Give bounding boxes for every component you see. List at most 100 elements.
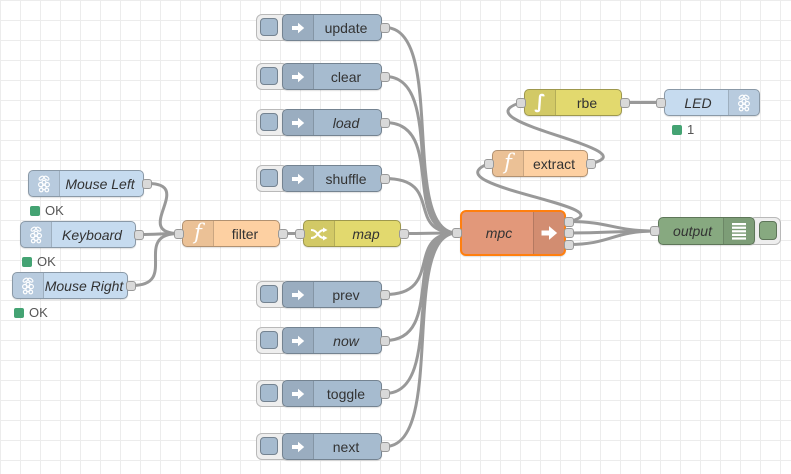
mpc-output-port-2[interactable]	[564, 228, 574, 238]
keyboard-output-port-1[interactable]	[134, 229, 144, 240]
node-extract[interactable]: f extract	[492, 150, 588, 177]
toggle-label: toggle	[326, 385, 366, 402]
now-label: now	[333, 332, 359, 349]
node-prev[interactable]: prev	[282, 281, 382, 308]
shuffle-icon	[304, 221, 335, 246]
load-button-cap[interactable]	[260, 113, 278, 131]
node-map[interactable]: map	[303, 220, 401, 247]
debug-list-icon	[723, 218, 754, 244]
mpc-label: mpc	[485, 225, 513, 241]
led-label: LED	[684, 94, 712, 111]
led-status: 1	[672, 122, 694, 137]
keyboard-status: OK	[22, 254, 56, 269]
extract-output-port-1[interactable]	[586, 158, 596, 169]
mouse-left-output-port-1[interactable]	[142, 178, 152, 189]
toggle-button-cap[interactable]	[260, 384, 278, 402]
node-output[interactable]: output	[658, 217, 755, 245]
inject-arrow-icon	[283, 15, 314, 40]
shuffle-label: shuffle	[325, 170, 367, 187]
extract-input-port[interactable]	[484, 158, 494, 169]
wire-mouse-right-to-filter[interactable]	[130, 232, 181, 287]
function-f-icon: f	[183, 221, 214, 246]
map-label: map	[352, 225, 380, 242]
extract-label: extract	[532, 155, 575, 172]
output-input-port[interactable]	[650, 226, 660, 236]
node-clear[interactable]: clear	[282, 63, 382, 90]
node-load[interactable]: load	[282, 109, 382, 136]
prev-button-cap[interactable]	[260, 285, 278, 303]
inject-arrow-icon	[283, 434, 314, 459]
mouse-left-status-text: OK	[45, 203, 64, 218]
now-button-cap[interactable]	[260, 331, 278, 349]
node-mpc[interactable]: mpc	[460, 210, 566, 256]
node-next[interactable]: next	[282, 433, 382, 460]
inject-arrow-icon	[283, 110, 314, 135]
clear-output-port-1[interactable]	[380, 71, 390, 82]
led-status-text: 1	[687, 122, 695, 137]
led-status-dot	[672, 124, 682, 135]
wire-clear-to-mpc[interactable]	[383, 75, 459, 235]
node-keyboard[interactable]: Keyboard	[20, 221, 136, 248]
wire-mpc-out1-to-extract[interactable]	[476, 162, 583, 223]
wire-shuffle-to-mpc[interactable]	[383, 177, 459, 235]
wire-mouse-left-to-filter[interactable]	[146, 182, 181, 235]
wire-next-to-mpc[interactable]	[383, 231, 459, 448]
keyboard-status-text: OK	[37, 254, 56, 269]
rbe-hysteresis-icon: ∫	[525, 90, 556, 115]
inject-arrow-icon	[283, 381, 314, 406]
inject-arrow-icon	[283, 328, 314, 353]
node-toggle[interactable]: toggle	[282, 380, 382, 407]
rpi-logo-icon	[13, 273, 44, 298]
map-output-port-1[interactable]	[399, 228, 409, 239]
update-button-cap[interactable]	[260, 18, 278, 36]
next-button-cap[interactable]	[260, 437, 278, 455]
rbe-label: rbe	[576, 94, 598, 111]
inject-arrow-icon	[283, 282, 314, 307]
inject-arrow-icon	[283, 166, 314, 191]
output-button-cap[interactable]	[759, 221, 777, 240]
filter-output-port-1[interactable]	[278, 228, 288, 239]
node-update[interactable]: update	[282, 14, 382, 41]
inject-arrow-icon	[283, 64, 314, 89]
node-rbe[interactable]: ∫ rbe	[524, 89, 622, 116]
toggle-output-port-1[interactable]	[380, 388, 390, 399]
prev-output-port-1[interactable]	[380, 289, 390, 300]
led-input-port[interactable]	[656, 97, 666, 108]
keyboard-label: Keyboard	[62, 226, 122, 243]
mpc-input-port[interactable]	[452, 228, 462, 238]
node-now[interactable]: now	[282, 327, 382, 354]
node-led[interactable]: LED	[664, 89, 760, 116]
shuffle-button-cap[interactable]	[260, 169, 278, 187]
load-label: load	[332, 114, 360, 131]
next-output-port-1[interactable]	[380, 441, 390, 452]
function-f-icon: f	[493, 151, 524, 176]
mpc-output-port-3[interactable]	[564, 239, 574, 250]
wire-mpc-out3-to-output[interactable]	[567, 229, 657, 246]
rpi-logo-icon	[29, 171, 60, 196]
node-mouse-right[interactable]: Mouse Right	[12, 272, 128, 299]
mpc-output-port-1[interactable]	[564, 216, 574, 227]
rbe-output-port-1[interactable]	[620, 97, 630, 108]
prev-label: prev	[332, 286, 360, 303]
keyboard-status-dot	[22, 256, 32, 267]
node-shuffle[interactable]: shuffle	[282, 165, 382, 192]
wire-update-to-mpc[interactable]	[383, 26, 459, 235]
wire-now-to-mpc[interactable]	[383, 231, 459, 342]
wire-load-to-mpc[interactable]	[383, 121, 459, 235]
mouse-right-output-port-1[interactable]	[126, 280, 136, 291]
mouse-right-label: Mouse Right	[44, 277, 124, 294]
next-label: next	[332, 438, 360, 455]
map-input-port[interactable]	[295, 228, 305, 239]
node-mouse-left[interactable]: Mouse Left	[28, 170, 144, 197]
clear-button-cap[interactable]	[260, 67, 278, 85]
rbe-input-port[interactable]	[516, 97, 526, 108]
shuffle-output-port-1[interactable]	[380, 173, 390, 184]
wire-extract-to-rbe[interactable]	[506, 101, 605, 165]
now-output-port-1[interactable]	[380, 335, 390, 346]
load-output-port-1[interactable]	[380, 117, 390, 128]
update-output-port-1[interactable]	[380, 22, 390, 33]
filter-input-port[interactable]	[174, 228, 184, 239]
rpi-logo-icon	[728, 90, 759, 115]
